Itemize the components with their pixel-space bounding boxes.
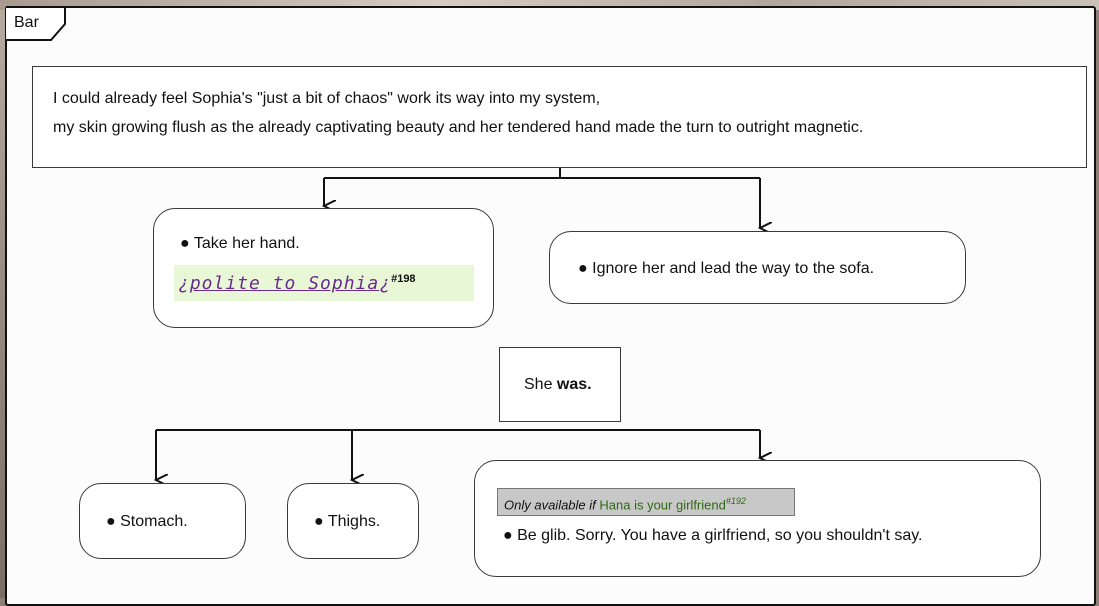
choice-label: Thighs. [327, 513, 381, 530]
bullet-icon: ● [180, 235, 190, 252]
requirement-ref: #192 [725, 496, 746, 506]
prompt-normal: She [524, 376, 557, 393]
requirement-link[interactable]: Hana is your girlfriend [599, 497, 726, 513]
condition-polite-to-sophia: ¿polite to Sophia¿#198 [174, 265, 474, 301]
choice-take-hand[interactable]: ● Take her hand. ¿polite to Sophia¿#198 [153, 208, 494, 328]
bullet-icon: ● [106, 513, 116, 530]
condition-prefix: ¿ [178, 273, 190, 294]
condition-link[interactable]: polite to Sophia [189, 273, 380, 294]
scene-tab-label: Bar [14, 14, 39, 31]
choice-ignore-text: ● Ignore her and lead the way to the sof… [578, 260, 874, 278]
choice-be-glib[interactable]: Only available if Hana is your girlfrien… [474, 460, 1041, 577]
background-art-top [0, 0, 1099, 10]
prompt-bold: was. [556, 376, 592, 393]
requirement-prefix: Only available if [504, 497, 600, 513]
choice-ignore[interactable]: ● Ignore her and lead the way to the sof… [549, 231, 966, 304]
choice-thighs[interactable]: ● Thighs. [287, 483, 419, 559]
choice-stomach[interactable]: ● Stomach. [79, 483, 246, 559]
scene-tab [6, 6, 66, 41]
narration-box: I could already feel Sophia's "just a bi… [32, 66, 1087, 168]
choice-label: Stomach. [120, 513, 188, 530]
choice-label: Be glib. Sorry. You have a girlfriend, s… [517, 527, 923, 544]
choice-take-hand-text: ● Take her hand. [180, 235, 300, 253]
requirement-hana-girlfriend: Only available if Hana is your girlfrien… [497, 488, 795, 516]
prompt-box: She was. [499, 347, 621, 422]
choice-stomach-text: ● Stomach. [106, 513, 188, 531]
bullet-icon: ● [503, 527, 513, 544]
condition-ref: #198 [391, 273, 416, 285]
bullet-icon: ● [314, 513, 324, 530]
bullet-icon: ● [578, 260, 588, 277]
choice-be-glib-text: ● Be glib. Sorry. You have a girlfriend,… [503, 527, 923, 545]
prompt-text: She was. [524, 376, 592, 394]
narration-line-2: my skin growing flush as the already cap… [53, 119, 864, 136]
choice-label: Ignore her and lead the way to the sofa. [592, 260, 875, 277]
narration-line-1: I could already feel Sophia's "just a bi… [53, 90, 601, 107]
choice-thighs-text: ● Thighs. [314, 513, 380, 531]
choice-label: Take her hand. [193, 235, 300, 252]
condition-suffix: ¿ [379, 273, 392, 294]
